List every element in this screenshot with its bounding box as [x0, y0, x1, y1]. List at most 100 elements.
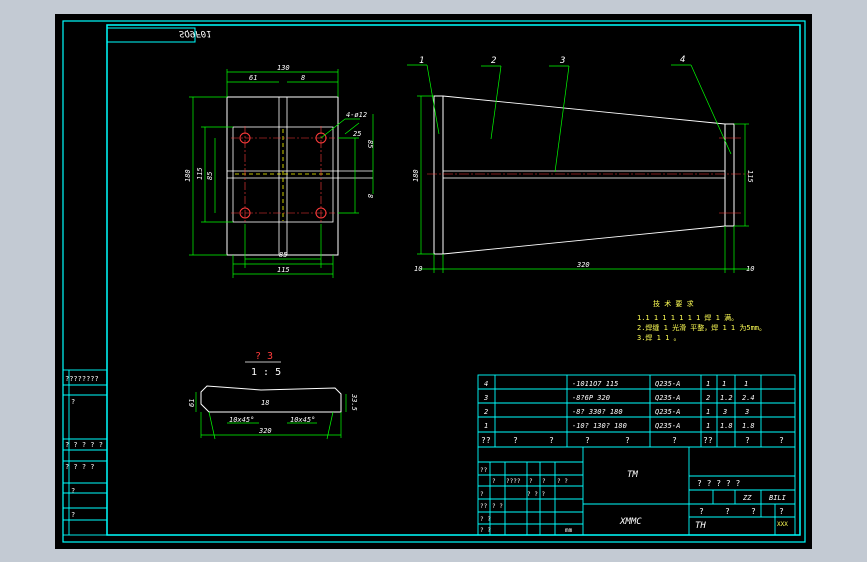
title-left-row-3: ? ? — [480, 516, 491, 523]
dim-left-total: 180 — [184, 169, 192, 182]
dim-right-8: 8 — [366, 194, 374, 198]
dim-bottom-mid: 320 — [576, 261, 590, 269]
dim-right-85: 85 — [366, 140, 374, 148]
left-strip-table — [62, 369, 108, 536]
cad-drawing: SQ9F01 ???????? ? ? ? ? ? ? ? ? ? ? ? ? — [62, 20, 806, 543]
title-corner: XXX — [777, 521, 788, 528]
bom-header-2: ? — [549, 436, 554, 445]
title-h5: ? — [542, 478, 546, 485]
strip-row-2: ? — [71, 398, 75, 406]
strip-row-3: ? ? ? ? ? — [65, 441, 103, 449]
title-xmmc: XMMC — [619, 517, 642, 527]
bom-row-1-material: Q235-A — [655, 422, 680, 430]
title-h1: ?? — [480, 467, 488, 474]
bom-row-1-w1: 1.8 — [720, 422, 733, 430]
bom-row-1-no: 1 — [484, 422, 488, 430]
end-plate — [724, 123, 735, 227]
bom-row-4-w1: 1 — [722, 380, 726, 388]
strip-row-5: ? — [71, 487, 75, 495]
bom-row-4-code: -1011O7 115 — [572, 380, 618, 388]
section-label: ? 3 — [255, 351, 273, 362]
drawing-sheet: SQ9F01 ???????? ? ? ? ? ? ? ? ? ? ? ? ? — [55, 14, 812, 549]
bolt-hole-tl — [239, 132, 251, 144]
section-detail: ? 3 1 : 5 61 18 33.5 10x45° 10x45° 320 — [188, 351, 358, 440]
bom-row-3-no: 3 — [483, 394, 488, 402]
dim-top-total: 130 — [277, 64, 290, 72]
title-tm: TM — [627, 470, 638, 480]
outer-border — [62, 20, 806, 543]
notes-line-2: 2.焊缝 1 光滑 平整，焊 1 1 为5mm。 — [637, 323, 766, 332]
title-q1: ? — [699, 507, 704, 516]
bom-header-6: ?? — [703, 436, 713, 445]
bom-row-4-no: 4 — [484, 380, 488, 388]
dim-height-right: 115 — [746, 170, 754, 183]
dim-bottom-right: 10 — [746, 265, 754, 273]
hole-note-line1: 4-ø12 — [346, 111, 367, 119]
bom-row-4-material: Q235-A — [655, 380, 680, 388]
title-bili: BILI — [769, 494, 787, 502]
notes-title: 技 术 要 求 — [653, 299, 694, 308]
dim-height-left: 180 — [412, 169, 420, 182]
dim-bottom-inner: 85 — [279, 251, 287, 259]
tapered-web — [442, 95, 726, 125]
bom-row-2-code: -8? 330? 180 — [572, 408, 623, 416]
plan-view: 130 61 8 180 115 85 85 115 85 8 4-ø12 25 — [184, 64, 374, 278]
technical-notes: 技 术 要 求 1.1 1 1 1 1 1 1 焊 1 满。 2.焊缝 1 光滑… — [637, 299, 766, 342]
section-dim-mid: 18 — [261, 399, 269, 407]
bom-row-1-qty: 1 — [706, 422, 710, 430]
side-view: 1 2 3 4 180 115 10 320 10 — [407, 55, 754, 273]
bom-row-3-w1: 1.2 — [720, 394, 733, 402]
bom-row-2-no: 2 — [484, 408, 488, 416]
title-left-row-4: ? ? — [480, 527, 491, 534]
title-q3: ? — [751, 507, 756, 516]
callout-3: 3 — [559, 56, 565, 66]
bom-header-0: ?? — [481, 436, 491, 445]
bom-row-2-w2: 3 — [744, 408, 749, 416]
dim-bottom-total: 115 — [277, 266, 290, 274]
bom-row-3-material: Q235-A — [655, 394, 680, 402]
section-dim-right: 33.5 — [350, 393, 358, 411]
title-h3: ? — [492, 478, 496, 485]
title-h7: ? ? ? — [527, 491, 545, 498]
title-mid-row: ? ? ? ? ? — [697, 479, 741, 488]
strip-row-1: ???????? — [65, 375, 99, 383]
bom-rows: 4 -1011O7 115 Q235-A 1 1 1 3 -8?6P 320 Q… — [481, 380, 784, 445]
bom-row-4-w2: 1 — [744, 380, 748, 388]
bom-header-8: ? — [779, 436, 784, 445]
flange — [442, 170, 726, 179]
bom-row-1-code: -10? 130? 180 — [572, 422, 627, 430]
notes-line-1: 1.1 1 1 1 1 1 1 焊 1 满。 — [637, 313, 738, 322]
title-left-row-1: ?? — [480, 503, 488, 510]
dim-left-inner2: 85 — [206, 172, 214, 180]
title-h4: ? — [529, 478, 533, 485]
inner-border — [106, 24, 801, 536]
bom-row-3-w2: 2.4 — [742, 394, 755, 402]
strip-row-6: ? — [71, 511, 75, 519]
notes-line-3: 3.焊 1 1 。 — [637, 333, 681, 342]
dim-top-left: 61 — [249, 74, 257, 82]
bom-header-7: ? — [745, 436, 750, 445]
callout-1: 1 — [419, 56, 424, 66]
bom-row-2-qty: 1 — [706, 408, 710, 416]
dim-bottom-left: 10 — [414, 265, 422, 273]
title-h6: ? ? — [557, 478, 568, 485]
hole-note-line2: 25 — [353, 130, 361, 138]
callout-2: 2 — [491, 56, 496, 66]
bolt-hole-tr — [315, 132, 327, 144]
section-dim-left: 61 — [188, 399, 196, 407]
section-profile — [200, 385, 342, 413]
bolt-hole-br — [315, 207, 327, 219]
title-h8: ? — [480, 491, 484, 498]
title-zz: ZZ — [742, 494, 752, 502]
code-box: SQ9F01 — [106, 27, 212, 43]
section-scale: 1 : 5 — [251, 367, 281, 378]
drawing-code: SQ9F01 — [179, 28, 212, 38]
section-cham-left: 10x45° — [229, 416, 254, 424]
bom-row-2-material: Q235-A — [655, 408, 680, 416]
dim-top-right: 8 — [301, 74, 305, 82]
bolt-hole-bl — [239, 207, 251, 219]
bom-row-4-qty: 1 — [706, 380, 710, 388]
bom-header-3: ? — [585, 436, 590, 445]
bom-row-3-qty: 2 — [706, 394, 710, 402]
